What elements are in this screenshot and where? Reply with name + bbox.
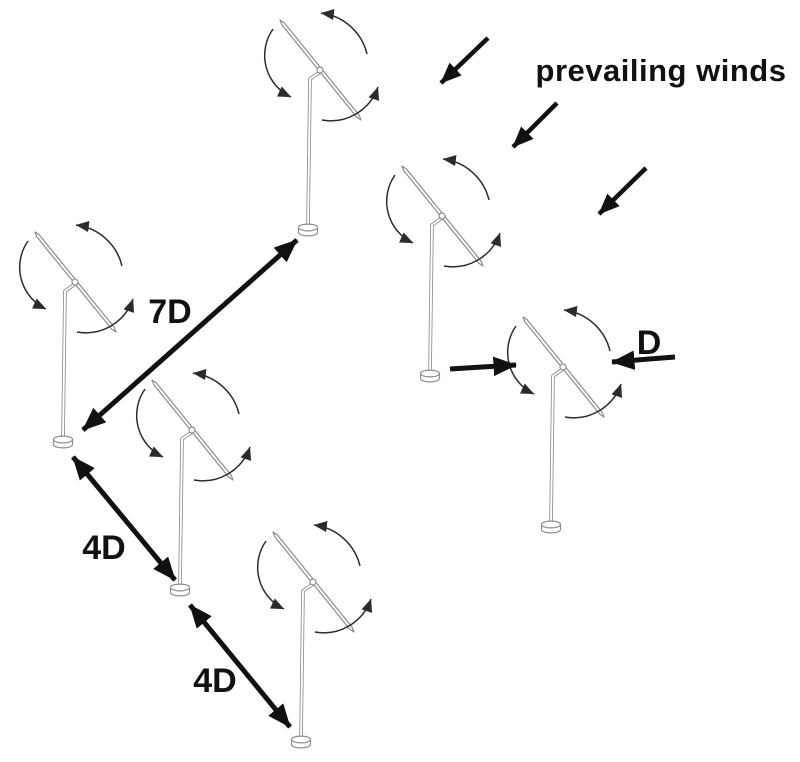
turbine-middle-row-left xyxy=(20,225,133,448)
turbine-front-row-center xyxy=(258,525,371,748)
spacing-arrow-7d xyxy=(81,238,299,432)
turbine-middle-row-right xyxy=(508,310,621,533)
rotor-diameter-arrow-right xyxy=(611,350,676,370)
rotor-diameter-arrow-left xyxy=(449,356,517,377)
spacing-label-4d-2: 4D xyxy=(193,662,236,700)
spacing-label-4d-1: 4D xyxy=(82,529,125,567)
wind-direction-arrow-1 xyxy=(439,36,490,85)
spacing-arrow-4d-1 xyxy=(71,455,177,582)
rotor-diameter-label: D xyxy=(637,324,662,362)
spacing-label-7d: 7D xyxy=(148,293,191,331)
wind-direction-arrow-2 xyxy=(511,101,559,149)
wind-direction-arrow-3 xyxy=(597,166,648,216)
turbine-back-row-right xyxy=(387,159,500,382)
spacing-arrow-4d-2 xyxy=(188,603,292,729)
turbine-front-row-left xyxy=(137,373,250,596)
prevailing-winds-label: prevailing winds xyxy=(536,53,787,88)
turbine-back-row-left xyxy=(265,13,378,236)
